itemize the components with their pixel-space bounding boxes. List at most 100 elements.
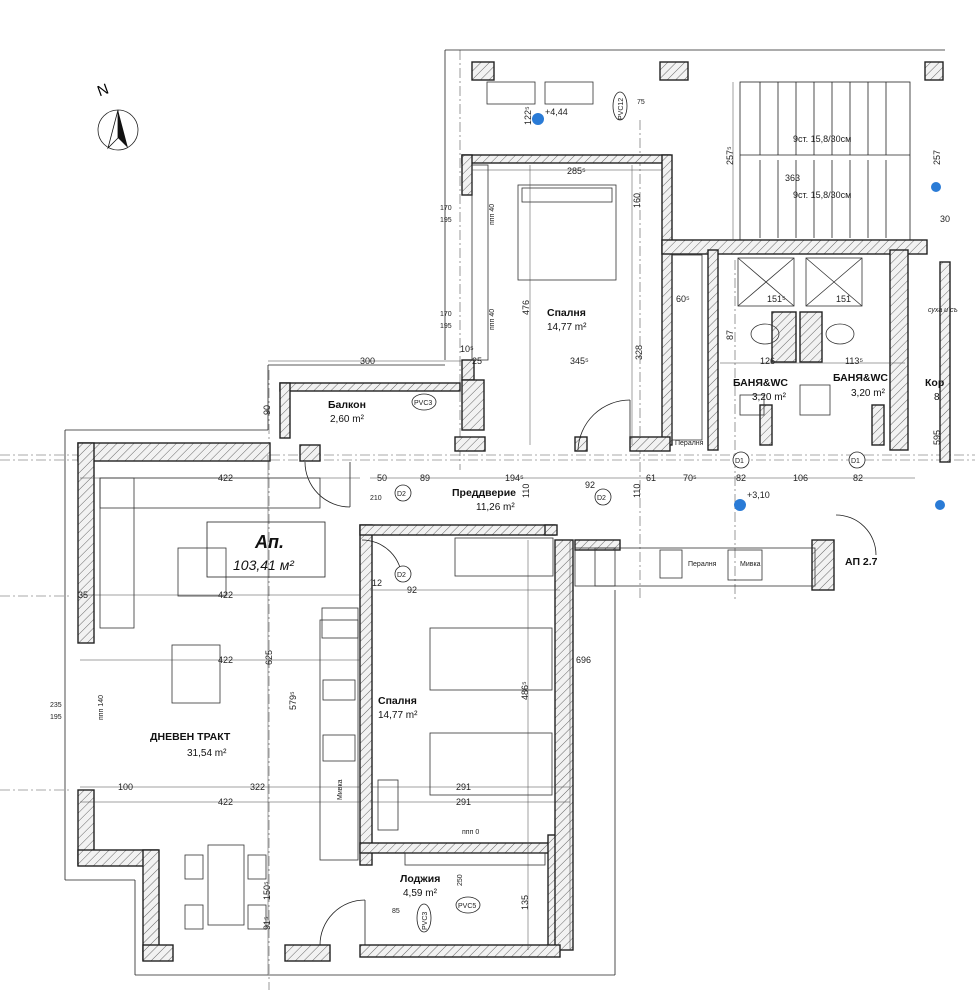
svg-text:322: 322	[250, 782, 265, 792]
apartment-area: 103,41 м²	[233, 557, 295, 573]
svg-text:50: 50	[377, 473, 387, 483]
svg-text:113⁵: 113⁵	[845, 356, 863, 366]
svg-text:D1: D1	[851, 458, 860, 465]
svg-text:85: 85	[392, 908, 400, 915]
svg-text:+3,10: +3,10	[747, 490, 770, 500]
svg-text:61: 61	[646, 473, 656, 483]
walls	[77, 61, 951, 962]
svg-text:75: 75	[637, 99, 645, 106]
svg-text:300: 300	[360, 356, 375, 366]
svg-text:126: 126	[760, 356, 775, 366]
svg-text:110: 110	[632, 484, 642, 498]
svg-text:10⁵: 10⁵	[460, 344, 474, 354]
svg-text:91⁵: 91⁵	[262, 916, 272, 930]
svg-text:30: 30	[940, 214, 950, 224]
svg-text:345⁵: 345⁵	[570, 356, 589, 366]
room-bedroom-mid-area: 14,77 m²	[378, 710, 418, 721]
svg-text:170: 170	[440, 311, 452, 318]
room-living-area: 31,54 m²	[187, 748, 227, 759]
tag-d1-b: D1	[848, 451, 866, 469]
apartment-name: Ап.	[254, 532, 284, 552]
svg-text:110: 110	[521, 484, 531, 498]
outer-outline	[64, 49, 945, 976]
washer-label: Пералня	[675, 440, 704, 447]
svg-text:87: 87	[725, 330, 735, 340]
level-marker-upper: +4,44	[532, 107, 568, 125]
room-loggia-area: 4,59 m²	[403, 888, 438, 899]
room-hall-name: Преддверие	[452, 487, 516, 499]
svg-text:+4,44: +4,44	[545, 107, 568, 117]
room-balcony-name: Балкон	[328, 399, 366, 411]
svg-text:422: 422	[218, 590, 233, 600]
svg-text:PVC3: PVC3	[414, 400, 432, 407]
svg-text:D2: D2	[397, 572, 406, 579]
svg-text:92: 92	[407, 585, 417, 595]
doors	[304, 399, 877, 946]
svg-text:363: 363	[785, 173, 800, 183]
room-bedroom-top-name: Спалня	[547, 307, 586, 319]
svg-text:170: 170	[440, 205, 452, 212]
svg-text:ппп 140: ппп 140	[98, 695, 105, 720]
north-arrow: N	[95, 81, 139, 151]
svg-text:D2: D2	[397, 491, 406, 498]
stairs	[739, 81, 911, 241]
room-balcony-area: 2,60 m²	[330, 414, 365, 425]
room-bedroom-top-area: 14,77 m²	[547, 322, 587, 333]
svg-text:D2: D2	[597, 495, 606, 502]
svg-text:422: 422	[218, 473, 233, 483]
furniture	[99, 81, 863, 930]
svg-text:90: 90	[262, 405, 272, 415]
svg-text:195: 195	[50, 714, 62, 721]
svg-text:696: 696	[576, 655, 591, 665]
svg-text:235: 235	[50, 702, 62, 709]
tag-pvc12: PVC12	[612, 91, 628, 121]
svg-text:595: 595	[932, 430, 942, 445]
svg-text:89: 89	[420, 473, 430, 483]
tag-d1-a: D1	[732, 451, 750, 469]
svg-text:195: 195	[440, 217, 452, 224]
tag-pvc5: PVC5	[455, 896, 481, 914]
tag-d2-b: D2	[594, 488, 612, 506]
svg-text:160: 160	[632, 193, 642, 208]
room-corridor-area: 8	[934, 392, 940, 403]
apartment-box	[206, 521, 326, 578]
svg-text:476: 476	[521, 300, 531, 315]
level-marker-edge-1	[931, 182, 941, 192]
svg-text:60⁵: 60⁵	[676, 294, 690, 304]
svg-text:250: 250	[457, 874, 464, 886]
kitchen-washer-label: Пералня	[688, 561, 717, 568]
tag-d2-c: D2	[394, 565, 412, 583]
stairs-flight-1: 9ст. 15,8/30см	[793, 134, 851, 144]
svg-text:12: 12	[372, 578, 382, 588]
svg-text:PVC12: PVC12	[618, 98, 625, 120]
tag-pvc3-balcony: PVC3	[411, 393, 437, 411]
svg-text:25: 25	[472, 356, 482, 366]
svg-text:PVC3: PVC3	[422, 912, 429, 930]
svg-text:291: 291	[456, 782, 471, 792]
svg-text:194⁵: 194⁵	[505, 473, 524, 483]
svg-text:486⁵: 486⁵	[520, 681, 530, 700]
svg-text:D1: D1	[735, 458, 744, 465]
dimension-lines	[80, 82, 915, 975]
stairs-flight-2: 9ст. 15,8/30см	[793, 190, 851, 200]
dimension-labels: 300 345⁵ 285⁵ 476 328 160 363 257⁵ 257 1…	[50, 99, 950, 930]
svg-text:291: 291	[456, 797, 471, 807]
svg-text:579⁵: 579⁵	[288, 691, 298, 710]
room-bath1-area: 3,20 m²	[752, 392, 787, 403]
svg-text:35: 35	[78, 590, 88, 600]
svg-text:150⁵: 150⁵	[262, 881, 272, 900]
svg-text:285⁵: 285⁵	[567, 166, 586, 176]
room-living-name: ДНЕВЕН ТРАКТ	[150, 731, 231, 743]
kitchen-sink-vertical-label: Мивка	[337, 779, 344, 800]
room-corridor-name: Кор	[925, 377, 944, 389]
room-bath2-name: БАНЯ&WC	[833, 372, 888, 384]
svg-text:100: 100	[118, 782, 133, 792]
side-note: суха и съ	[928, 307, 958, 314]
neighbor-apartment-label: АП 2.7	[845, 556, 878, 568]
tag-d2-a: D2	[394, 484, 412, 502]
svg-text:PVC5: PVC5	[458, 903, 476, 910]
svg-text:82: 82	[853, 473, 863, 483]
svg-text:257: 257	[932, 150, 942, 165]
tag-pvc3-loggia: PVC3	[416, 903, 432, 933]
svg-text:82: 82	[736, 473, 746, 483]
